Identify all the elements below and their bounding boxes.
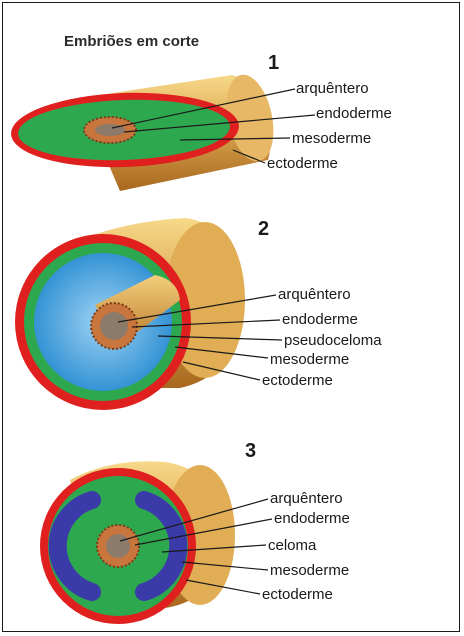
embryo-1 xyxy=(10,70,315,191)
embryo-2-archenteron xyxy=(100,312,128,340)
embryo-3-number: 3 xyxy=(245,440,256,463)
embryo-1-label-endoderm: endoderme xyxy=(316,105,392,122)
embryo-3-label-endoderm: endoderme xyxy=(274,510,350,527)
embryo-2-label-ectoderm: ectoderme xyxy=(262,372,333,389)
embryo-3 xyxy=(40,461,272,624)
embryo-1-number: 1 xyxy=(268,52,279,75)
embryo-2-label-endoderm: endoderme xyxy=(282,311,358,328)
embryo-2-label-mesoderm: mesoderme xyxy=(270,351,349,368)
embryo-3-label-ectoderm: ectoderme xyxy=(262,586,333,603)
embryo-1-label-ectoderm: ectoderme xyxy=(267,155,338,172)
embryo-2-label-archenteron: arquêntero xyxy=(278,286,351,303)
embryo-3-label-archenteron: arquêntero xyxy=(270,490,343,507)
embryo-1-label-archenteron: arquêntero xyxy=(296,80,369,97)
embryo-2 xyxy=(15,218,282,410)
embryo-3-label-mesoderm: mesoderme xyxy=(270,562,349,579)
embryo-1-label-mesoderm: mesoderme xyxy=(292,130,371,147)
embryo-2-number: 2 xyxy=(258,218,269,241)
figure-title: Embriões em corte xyxy=(64,33,199,50)
embryo-3-archenteron xyxy=(106,534,130,558)
embryo-3-label-coelom: celoma xyxy=(268,537,316,554)
embryo-2-label-pseudocoelom: pseudoceloma xyxy=(284,332,382,349)
